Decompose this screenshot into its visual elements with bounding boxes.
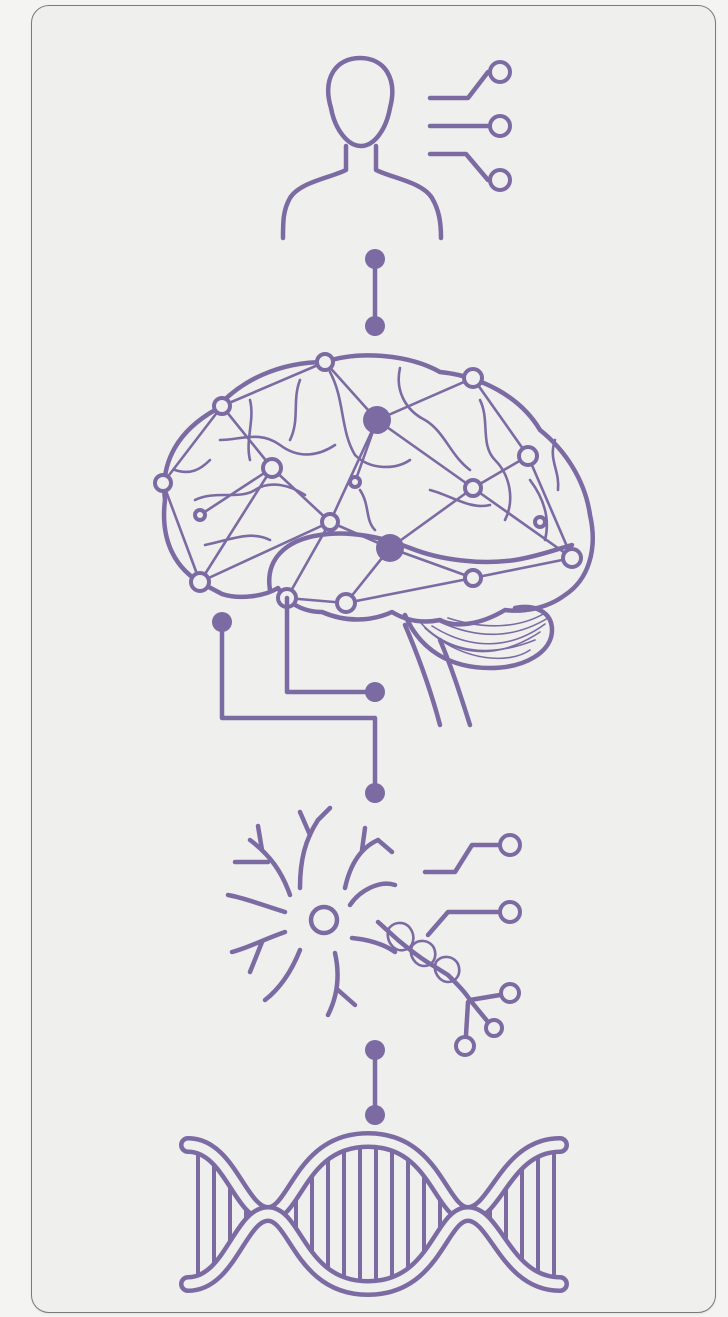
connector-brain-neuron <box>212 598 385 803</box>
dna-helix-icon <box>188 1140 560 1288</box>
person-silhouette-icon <box>283 58 510 238</box>
neuron-icon <box>228 808 520 1055</box>
connector-neuron-dna <box>365 1040 385 1125</box>
connector-person-brain <box>365 249 385 336</box>
